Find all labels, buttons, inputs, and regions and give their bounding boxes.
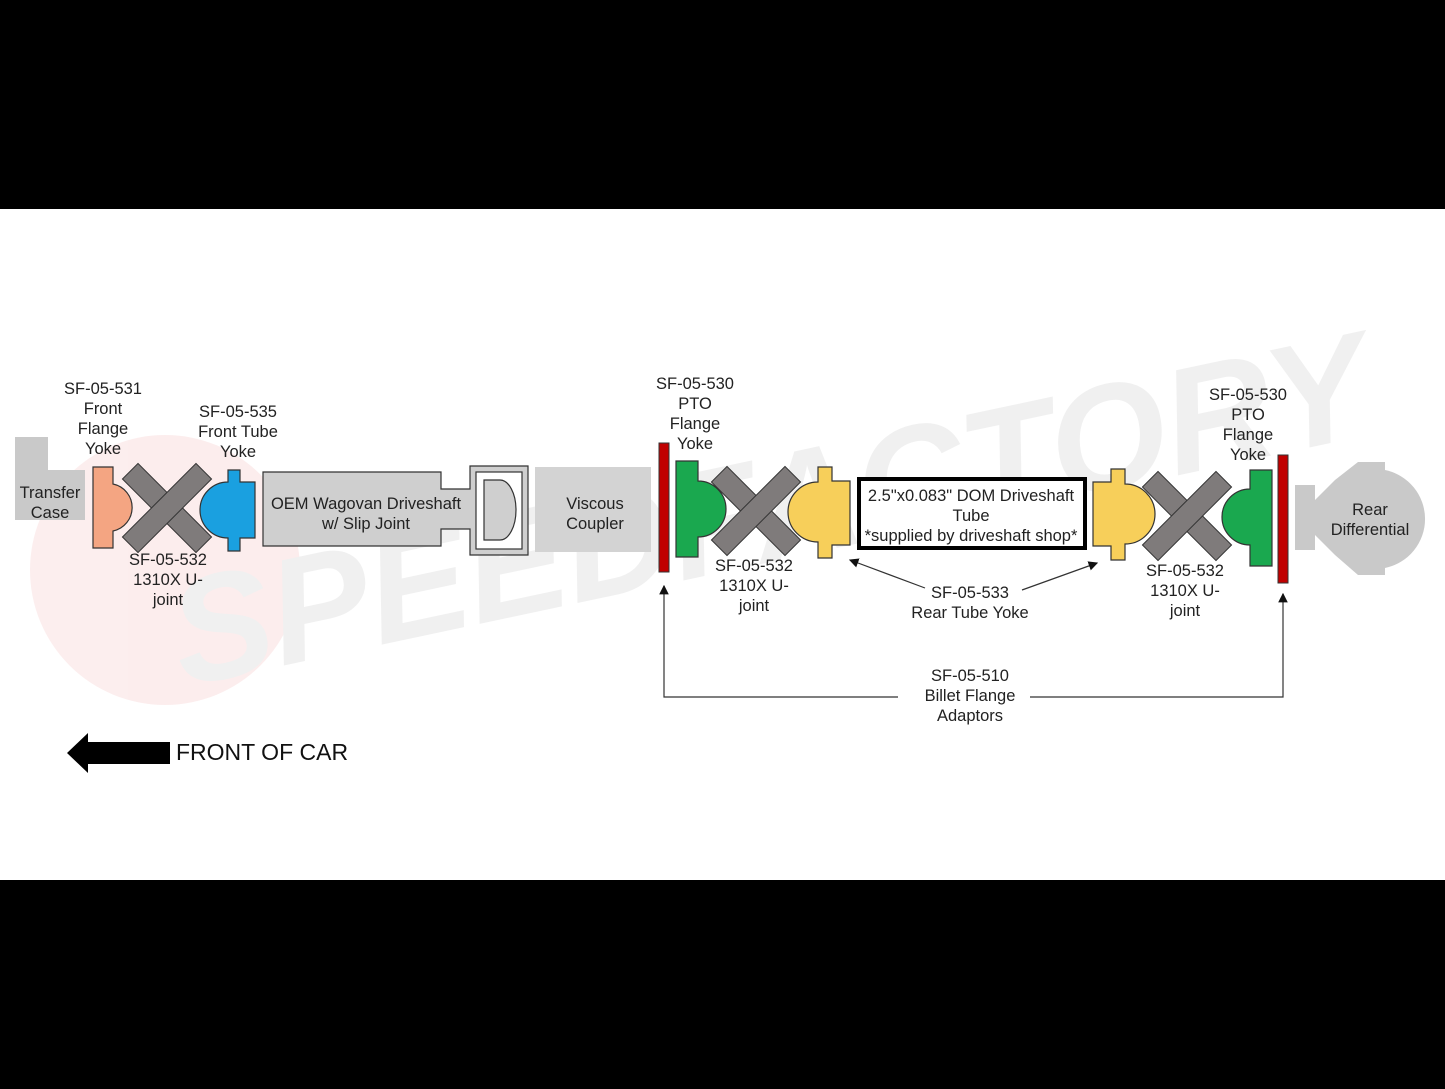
ujoint-1 <box>121 462 213 554</box>
pto-flange-yoke-2 <box>1221 469 1273 567</box>
ujoint-3 <box>1141 470 1233 562</box>
rear-differential <box>1295 462 1426 575</box>
front-tube-yoke <box>199 469 256 552</box>
front-of-car-label: FRONT OF CAR <box>176 739 348 765</box>
front-flange-yoke <box>92 466 133 549</box>
transfer-case <box>15 437 85 520</box>
billet-flange-arrow-left <box>659 584 898 698</box>
billet-flange-arrow-right <box>1030 592 1288 698</box>
rear-tube-yoke-2 <box>1092 468 1156 561</box>
arrow-left-icon <box>67 733 170 773</box>
ujoint-2 <box>710 465 802 557</box>
rear-tube-yoke-arrow-left <box>848 558 926 589</box>
viscous-coupler <box>535 467 651 552</box>
billet-flange-adaptor-rear <box>1277 454 1289 584</box>
billet-flange-adaptor-front <box>658 442 670 573</box>
rear-tube-yoke-1 <box>787 466 851 559</box>
oem-driveshaft <box>262 465 529 556</box>
pto-flange-yoke-1 <box>675 460 727 558</box>
dom-driveshaft-tube <box>857 477 1087 550</box>
rear-tube-yoke-arrow-right <box>1021 561 1099 591</box>
